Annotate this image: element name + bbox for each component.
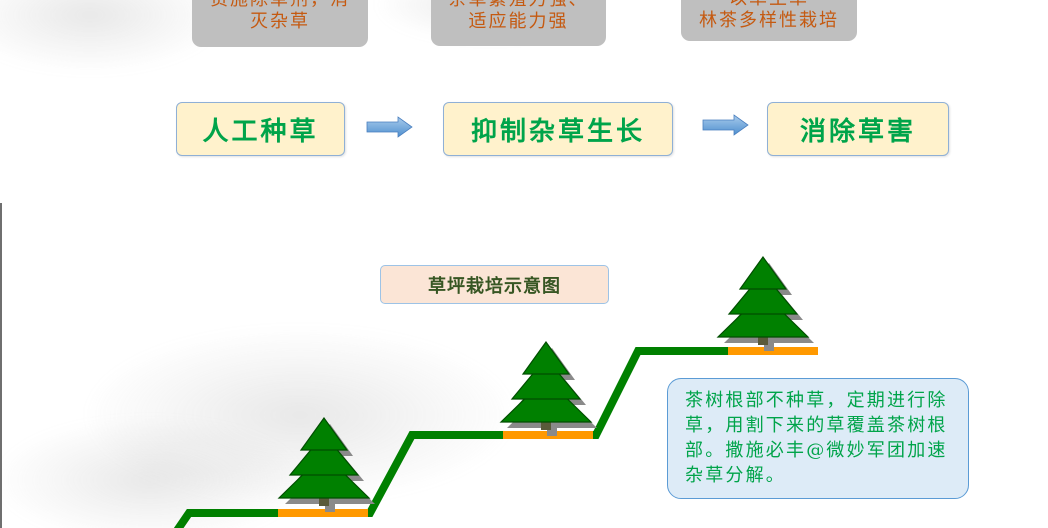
tree-foliage: [738, 255, 788, 290]
tree-foliage: [499, 377, 593, 423]
pine-tree-icon: [277, 416, 375, 512]
tree-trunk: [758, 335, 768, 345]
tree-trunk: [541, 420, 551, 430]
stair-path: [173, 347, 818, 528]
flow-step-suppress-weeds: 抑制杂草生长: [443, 102, 673, 156]
diagram-title: 草坪栽培示意图: [380, 265, 609, 304]
tree-foliage: [299, 416, 349, 451]
note-line: 草，用割下来的草覆盖茶树根: [685, 415, 948, 436]
pine-tree-icon: [716, 255, 814, 351]
note-line: 部。撒施必丰@微妙军团加速: [685, 440, 948, 461]
top-box-weed-reproduction: 杂草繁殖力强、 适应能力强: [431, 0, 606, 46]
tree-trunk: [319, 496, 329, 506]
top-box-line: 责施除草剂，消: [210, 0, 350, 11]
note-line: 杂草分解。: [685, 465, 786, 486]
tree-foliage: [727, 272, 799, 315]
flow-step-plant-grass: 人工种草: [176, 102, 345, 156]
note-line: 茶树根部不种草，定期进行除: [685, 390, 948, 411]
top-box-line: 灭杂草: [250, 11, 310, 32]
top-box-line: 林茶多样性栽培: [699, 10, 839, 31]
top-box-herbicide: 责施除草剂，消 灭杂草: [192, 0, 368, 47]
note-callout: 茶树根部不种草，定期进行除 草，用割下来的草覆盖茶树根 部。撒施必丰@微妙军团加…: [667, 378, 969, 499]
tree-foliage: [277, 453, 371, 499]
top-box-grass-planting: 以草生草 林茶多样性栽培: [681, 0, 857, 41]
pine-tree-icon: [499, 340, 597, 436]
top-box-line: 适应能力强: [468, 11, 569, 32]
top-box-line: 杂草繁殖力强、: [449, 0, 589, 11]
tree-foliage: [288, 433, 360, 476]
right-arrow-icon: [366, 116, 413, 138]
right-arrow-icon: [702, 114, 749, 136]
tree-foliage: [510, 357, 582, 400]
tree-foliage: [716, 292, 810, 338]
left-divider-line: [0, 203, 2, 528]
tree-foliage: [521, 340, 571, 375]
top-box-line: 以草生草: [729, 0, 809, 10]
flow-step-eliminate-weeds: 消除草害: [767, 102, 949, 156]
